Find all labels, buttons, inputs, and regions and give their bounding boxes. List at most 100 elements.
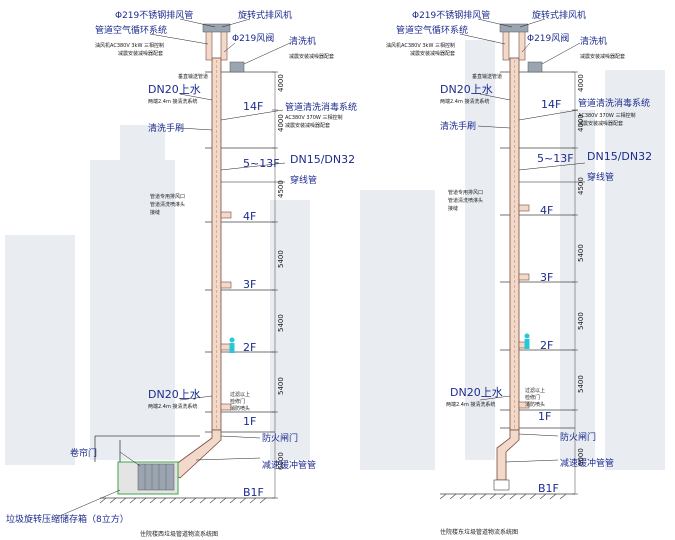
left-leader-lines: [54, 18, 291, 519]
right-water-bottom-note: 两端2.4m 接清洗系统: [446, 401, 495, 408]
right-conduit-label: 穿线管: [587, 171, 614, 183]
left-exhaust-pipe-label: Φ219不锈钢排风管: [115, 9, 193, 21]
right-floor-3-label: 3F: [540, 271, 553, 284]
right-caption: 住院楼东垃圾管道物流系统图: [440, 528, 518, 536]
left-bottom-note3: 消防喷头: [230, 405, 250, 412]
right-exhaust-stack: [502, 29, 510, 61]
left-floor-b1-label: B1F: [243, 486, 264, 499]
right-floor-b1-label: B1F: [538, 482, 559, 495]
right-dim-2: 4000: [577, 114, 585, 132]
left-floors-5-13-label: 5~13F: [243, 157, 280, 170]
left-cleaning-note1: AC380V 370W 三相控制: [285, 114, 342, 121]
right-cleaning-note2: 减震安装减噪器配套: [578, 120, 623, 127]
left-water-bottom-label: DN20上水: [148, 388, 201, 401]
right-exhaust-pipe-label: Φ219不锈钢排风管: [412, 9, 490, 21]
left-dim-5: 5400: [277, 314, 285, 332]
right-pipe-size-label: DN15/DN32: [587, 150, 652, 163]
left-floor-14-label: 14F: [243, 100, 263, 113]
left-floor-branches: [220, 211, 232, 411]
left-vertical-pipe: [211, 57, 222, 431]
left-cleaner-note: 减震安装减噪器配套: [289, 53, 334, 60]
left-mid-note2: 管道清洗喷淋头: [150, 201, 185, 208]
right-floor-lines: [440, 71, 576, 495]
left-air-duct-label: Φ219风阀: [232, 33, 274, 44]
right-bottom-note3: 消防喷头: [525, 401, 545, 408]
right-vertical-pipe: [509, 57, 520, 431]
left-diagram: Φ219不锈钢排风管 旋转式排风机 管道空气循环系统 Φ219风阀 油风机AC3…: [6, 9, 357, 538]
right-water-top-note: 两端2.4m 接清洗系统: [440, 98, 489, 105]
right-roof-equipment-icon: [527, 61, 543, 73]
left-buffer-label: 减速缓冲管管: [262, 459, 316, 471]
right-water-top-label: DN20上水: [440, 83, 493, 96]
right-dim-7: 6000: [577, 448, 585, 466]
right-diagram: Φ219不锈钢排风管 旋转式排风机 管道空气循环系统 Φ219风阀 油风机AC3…: [386, 9, 652, 536]
left-bottom-note2: 检修门: [230, 398, 245, 405]
right-mid-note3: 接缝: [448, 205, 458, 212]
left-floor-1-label: 1F: [243, 415, 256, 428]
right-exhaust-stack-2: [518, 29, 526, 61]
left-air-circulation-note2: 减震安装减噪器配套: [118, 50, 163, 57]
left-dim-1: 4000: [277, 74, 285, 92]
left-water-top-label: DN20上水: [148, 83, 201, 96]
left-water-bottom-note: 两端2.4m 接清洗系统: [148, 403, 197, 410]
right-dim-1: 4000: [577, 74, 585, 92]
right-floors-5-13-label: 5~13F: [537, 152, 574, 165]
left-top-note: 垂直输送管道: [178, 73, 208, 80]
right-dim-3: 4500: [577, 177, 585, 195]
left-cleaning-system-label: 管道清洗消毒系统: [285, 101, 357, 113]
left-dim-3: 4500: [277, 180, 285, 198]
left-person-icon: [229, 337, 235, 353]
right-top-note: 垂直输送管道: [472, 73, 502, 80]
left-compressor-label: 垃圾旋转压缩储存箱（8立方）: [6, 513, 129, 525]
right-leader-lines: [459, 18, 586, 463]
left-floor-2-label: 2F: [243, 341, 256, 354]
left-mid-note3: 接缝: [150, 209, 160, 216]
left-water-top-note: 两端2.4m 接清洗系统: [148, 98, 197, 105]
right-floor-branches: [518, 204, 530, 409]
right-ground-hatch: [439, 493, 567, 500]
right-dim-5: 5400: [577, 312, 585, 330]
left-rotary-fan-icon: [202, 23, 231, 33]
left-dim-7: 6000: [277, 452, 285, 470]
right-buffer-label: 减速缓冲管管: [560, 457, 614, 469]
right-air-circulation-note2: 减震安装减噪器配套: [410, 50, 455, 57]
right-cleaning-note1: AC380V 370W 三相控制: [578, 112, 635, 119]
right-bottom-note1: 过滤以上: [525, 387, 545, 394]
left-compressor-box: [117, 461, 179, 495]
right-dim-6: 5400: [577, 375, 585, 393]
left-cleaner-label: 清洗机: [289, 35, 316, 47]
right-floor-4-label: 4F: [540, 204, 553, 217]
left-bottom-chute: [167, 429, 222, 479]
left-trash-door-label: 卷帘门: [70, 447, 97, 459]
right-cleaner-note: 减震安装减噪器配套: [580, 53, 625, 60]
left-conduit-label: 穿线管: [290, 174, 317, 186]
right-rotary-fan-label: 旋转式排风机: [532, 9, 586, 21]
right-mid-note1: 管道专用排风口: [448, 189, 483, 196]
left-pipe-size-label: DN15/DN32: [290, 153, 355, 166]
left-air-circulation-note1: 油风机AC380V 3kW 三相控制: [95, 42, 164, 49]
right-water-bottom-label: DN20上水: [450, 386, 503, 399]
left-dimension-ticks: [272, 71, 278, 499]
right-floor-1-label: 1F: [538, 410, 551, 423]
left-floor-4-label: 4F: [243, 210, 256, 223]
right-fire-valve-label: 防火闸门: [560, 431, 596, 443]
right-person-icon: [524, 333, 530, 349]
left-caption: 住院楼西垃圾管道物流系统图: [140, 530, 218, 538]
background-skyline: [5, 40, 665, 470]
right-chute-outlet: [493, 479, 510, 491]
left-bottom-note1: 过滤以上: [230, 391, 250, 398]
right-bottom-chute: [496, 429, 520, 481]
right-mid-note2: 管道清洗喷淋头: [448, 197, 483, 204]
right-dim-4: 5400: [577, 244, 585, 262]
right-cleaning-system-label: 管道清洗消毒系统: [578, 97, 650, 109]
left-shed-roof: [94, 435, 200, 462]
right-dimension-ticks: [572, 71, 578, 495]
right-rotary-fan-icon: [499, 23, 529, 33]
left-exhaust-stack-2: [220, 29, 228, 61]
right-cleaning-brush-label: 清洗手刷: [440, 120, 476, 132]
left-floor-3-label: 3F: [243, 278, 256, 291]
left-exhaust-stack: [205, 29, 213, 61]
left-mid-note1: 管道专用排风口: [150, 193, 185, 200]
right-bottom-note2: 检修门: [525, 394, 540, 401]
